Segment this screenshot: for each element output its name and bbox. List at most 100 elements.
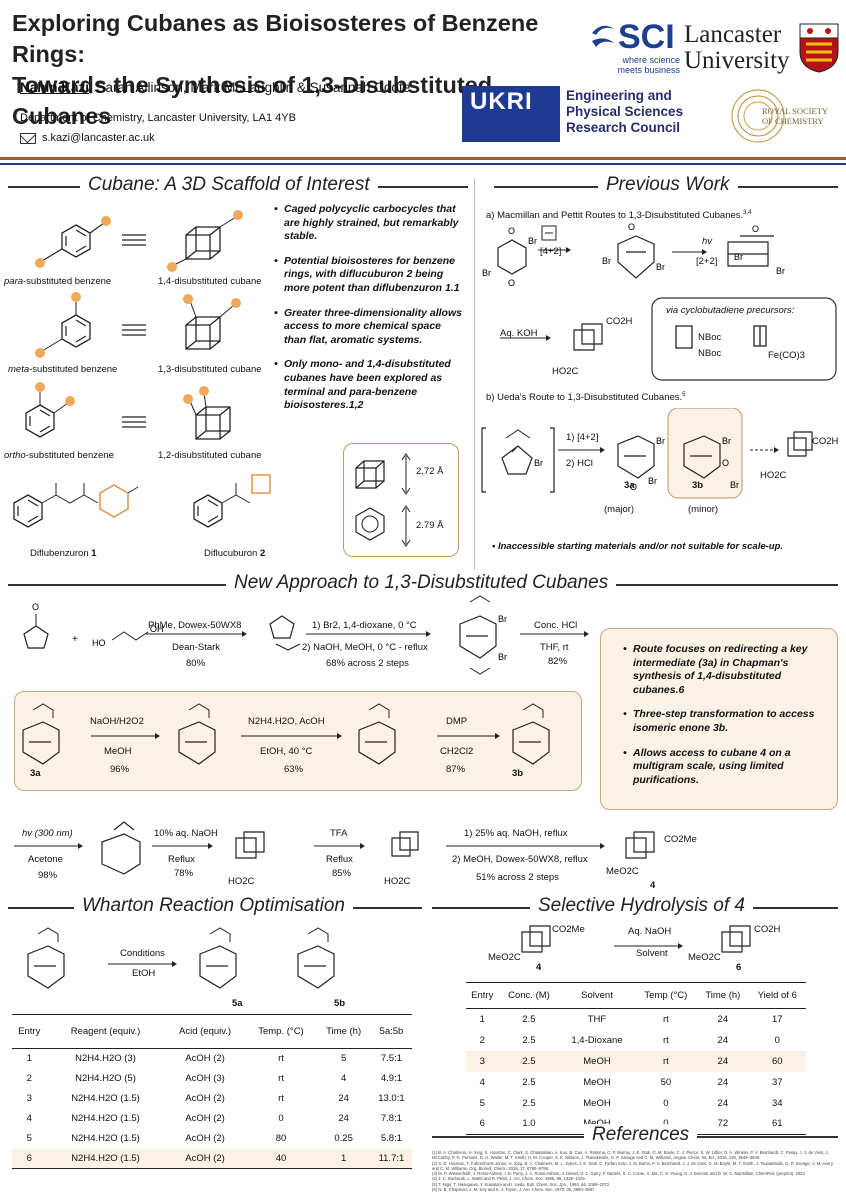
ukri-logo: UKRI (462, 86, 560, 142)
cubane-14-label: 1,4-disubstituted cubane (158, 276, 262, 287)
b3-ho2c: HO2C (384, 876, 411, 887)
r2-yield: 68% across 2 steps (326, 658, 409, 669)
approach-bullet: Three-step transformation to access isom… (623, 708, 823, 735)
table-cell: rt (662, 1034, 669, 1046)
column-divider (474, 178, 475, 570)
s3-cond-1: DMP (446, 716, 468, 727)
table-cell: 24 (717, 1034, 729, 1046)
table-cell: 61 (771, 1118, 783, 1130)
b4-cond-1: 1) 25% aq. NaOH, reflux (464, 828, 568, 839)
table-cell: 1 (26, 1053, 32, 1065)
wharton-col-header: Acid (equiv.) (179, 1026, 232, 1037)
author-list: Nahin Kazi, Sarah Allinson, Mark McLaugh… (20, 80, 410, 95)
table-cell: 40 (245, 1148, 317, 1169)
scaffold-bullet: Greater three-dimensionality allows acce… (274, 307, 466, 348)
table-cell: N2H4.H2O (5) (75, 1073, 136, 1084)
table-cell: MeOH (583, 1076, 611, 1088)
table-cell: 2 (26, 1073, 32, 1084)
hydrolysis-sm-meo2c: MeO2C (488, 952, 521, 963)
epsrc-logo: Engineering and Physical Sciences Resear… (566, 88, 716, 136)
table-cell: MeOH (583, 1097, 611, 1109)
table-cell: 5.8:1 (380, 1133, 402, 1144)
table-cell: rt (278, 1093, 284, 1104)
wharton-title: Wharton Reaction Optimisation (74, 895, 353, 917)
prev-cond-koh: Aq. KOH (500, 328, 538, 339)
previous-note-text: Inaccessible starting materials and/or n… (497, 541, 784, 552)
hydrolysis-col-header: Temp (°C) (644, 990, 688, 1001)
lancaster-crest-icon (799, 23, 839, 73)
b3-cond-2: Reflux (326, 854, 353, 865)
table-cell: 24 (717, 1013, 729, 1025)
ortho-benzene-label: ortho-substituted benzene (4, 450, 114, 461)
reference-item: (6) N. B. Chapman, J. M. Key and K. J. T… (432, 1187, 596, 1193)
s3-yield: 87% (446, 764, 466, 775)
box-3b-label: 3b (512, 768, 524, 779)
svg-text:Br: Br (498, 614, 507, 624)
table-cell: 2.5 (522, 1076, 536, 1088)
fe-co-label: Fe(CO)3 (768, 350, 805, 361)
approach-bullet: Route focuses on redirecting a key inter… (623, 643, 823, 697)
department: Department of Chemistry, Lancaster Unive… (20, 112, 296, 124)
reference-item: (2) S. D. Houston, T. Fahrenhorst-Jones,… (432, 1160, 833, 1171)
table-cell: rt (278, 1053, 284, 1065)
r3-yield: 82% (548, 656, 568, 667)
b2-yield: 78% (174, 868, 194, 879)
r1-cond-1: PhMe, Dowex-50WX8 (148, 620, 242, 631)
table-cell: THF (587, 1013, 607, 1025)
wharton-col-header: Temp. (°C) (258, 1026, 304, 1037)
title-line-2: Towards the Synthesis of 1,3-Disubstitut… (12, 72, 493, 129)
r3-cond-1: Conc. HCl (534, 620, 578, 631)
lead-author: Nahin Kazi (20, 80, 90, 95)
table-cell: 0 (774, 1034, 780, 1046)
cyclobutadiene-note: via cyclobutadiene precursors: (666, 305, 795, 316)
table-cell: rt (662, 1013, 669, 1025)
rsc-line-1: ROYAL SOCIETY (762, 106, 829, 116)
sci-name: SCI (618, 18, 675, 56)
table-cell: 4 (340, 1073, 347, 1084)
svg-text:Br: Br (498, 652, 507, 662)
table-cell: 4 (479, 1076, 485, 1088)
table-cell: 0 (634, 1114, 697, 1135)
email-address[interactable]: s.kazi@lancaster.ac.uk (42, 132, 155, 144)
header-rule-navy (0, 163, 846, 165)
table-cell: AcOH (2) (185, 1113, 225, 1124)
table-cell: 24 (338, 1093, 349, 1104)
table-cell: N2H4.H2O (1.5) (71, 1113, 140, 1124)
lancaster-name-1: Lancaster (684, 21, 782, 48)
b-yield: 98% (38, 870, 58, 881)
table-cell: 5 (26, 1133, 32, 1144)
previous-title: Previous Work (598, 174, 738, 196)
cubane-13-label: 1,3-disubstituted cubane (158, 364, 262, 375)
prev-cond-42: [4+2] (540, 246, 562, 257)
s1-yield: 96% (110, 764, 130, 775)
table-cell: N2H4.H2O (1.5) (71, 1093, 140, 1104)
meta-prefix: meta (8, 364, 30, 375)
wharton-col-header: Entry (18, 1026, 41, 1037)
ueda-ho2c: HO2C (760, 470, 787, 481)
table-cell: rt (634, 1050, 698, 1072)
wharton-table: Entry Reagent (equiv.) Acid (equiv.) Tem… (12, 1014, 412, 1169)
svg-text:Br: Br (482, 268, 491, 278)
distance-structures (355, 453, 411, 547)
cubane-4-co2me: CO2Me (664, 834, 697, 845)
hydrolysis-col-header: Yield of 6 (757, 990, 797, 1001)
svg-text:O: O (508, 226, 515, 236)
table-cell: 5 (479, 1097, 485, 1109)
table-cell: 17 (771, 1013, 783, 1025)
cubane-4-number: 4 (650, 880, 656, 891)
previous-note: • Inaccessible starting materials and/or… (492, 541, 784, 552)
table-cell: 2 (479, 1034, 485, 1046)
b3-cond-1: TFA (330, 828, 348, 839)
approach-row-2 (22, 703, 550, 765)
sci-swirl-icon (592, 25, 614, 47)
prev-cond-22: [2+2] (696, 256, 718, 267)
rsc-logo: ROYAL SOCIETY OF CHEMISTRY (728, 86, 838, 150)
svg-text:O: O (722, 458, 729, 468)
diflubenzuron-label: Diflubenzuron 1 (30, 548, 97, 559)
s2-cond-1: N2H4.H2O, AcOH (248, 716, 325, 727)
